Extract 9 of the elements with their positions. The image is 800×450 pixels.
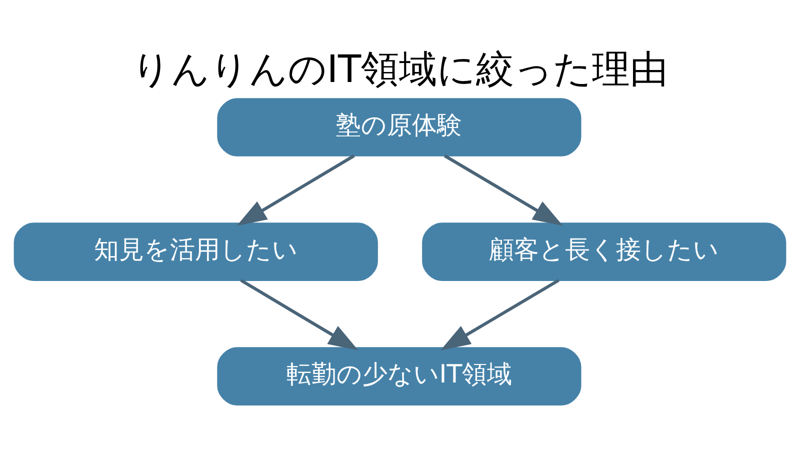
node-box: 知見を活用したい <box>14 222 378 281</box>
diagram-title: りんりんのIT領域に絞った理由 <box>132 46 668 91</box>
node-box: 転勤の少ないIT領域 <box>217 347 582 406</box>
arrow <box>444 154 563 226</box>
arrow <box>240 278 358 350</box>
arrow <box>440 278 560 350</box>
node-box: 顧客と長く接したい <box>422 222 786 281</box>
arrow <box>236 154 355 226</box>
node-box: 塾の原体験 <box>217 98 582 156</box>
